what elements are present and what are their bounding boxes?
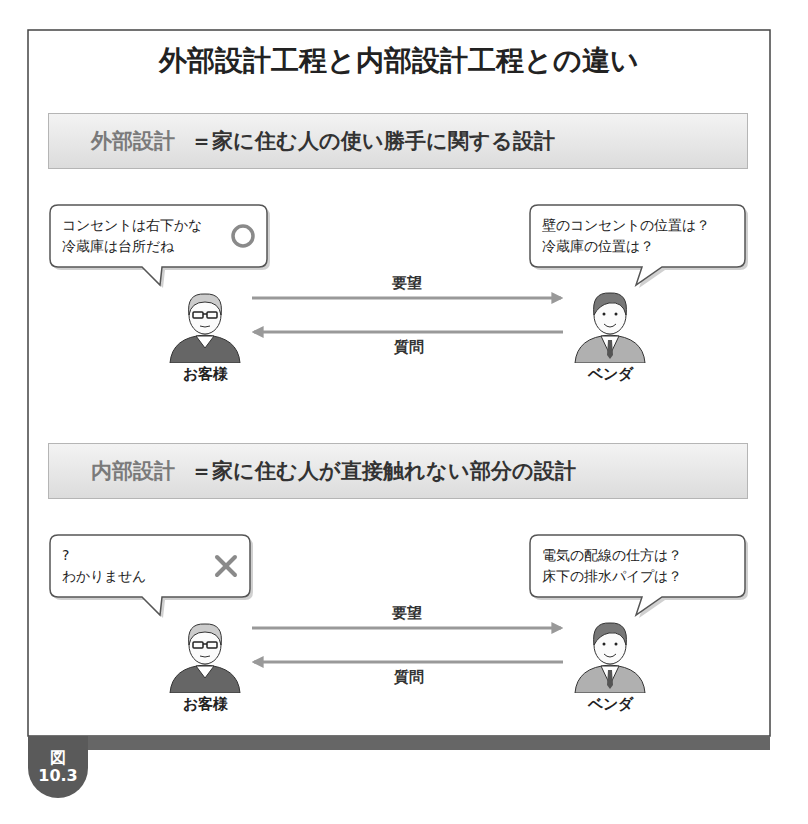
person-illustration: [160, 615, 250, 693]
figure-number: 図 10.3: [36, 749, 81, 786]
ok-mark: [233, 226, 253, 246]
tie: [607, 670, 613, 689]
speech-text: ? わかりません: [62, 545, 152, 587]
person-label: お客様: [160, 695, 250, 714]
person-figure: お客様: [160, 615, 250, 715]
body: [170, 335, 240, 363]
eye: [603, 643, 606, 646]
person-illustration: [565, 615, 655, 693]
tie: [607, 340, 613, 359]
figure-badge: 図 10.3: [28, 736, 88, 798]
speech-bubble: 壁のコンセントの位置は？ 冷蔵庫の位置は？: [530, 205, 745, 267]
person-figure: ベンダ: [565, 615, 655, 715]
suit: [575, 335, 645, 363]
speech-bubble: ? わかりません: [50, 535, 250, 597]
hair: [594, 293, 627, 315]
bubble-outline: [50, 205, 267, 267]
flow-arrow: [254, 661, 563, 664]
bubble-outline: [530, 535, 745, 597]
speech-bubble: 電気の配線の仕方は？ 床下の排水パイプは？: [530, 535, 745, 597]
bubble-body: [530, 205, 745, 285]
person-label: お客様: [160, 365, 250, 384]
speech-text: 壁のコンセントの位置は？ 冷蔵庫の位置は？: [542, 215, 718, 257]
body: [170, 665, 240, 693]
arrow-label: 要望: [389, 274, 425, 293]
bottom-bar: [28, 736, 770, 750]
bubble-body: [50, 535, 250, 615]
person-illustration: [160, 285, 250, 363]
eye: [615, 313, 618, 316]
section-band: 外部設計 ＝家に住む人の使い勝手に関する設計: [48, 113, 748, 169]
section-name: 外部設計: [91, 127, 175, 155]
person-illustration: [565, 285, 655, 363]
section-name: 内部設計: [91, 457, 175, 485]
arrow-label: 質問: [391, 668, 427, 687]
figure-frame: [28, 30, 770, 736]
collar: [196, 336, 214, 348]
eye: [615, 643, 618, 646]
section-description: ＝家に住む人が直接触れない部分の設計: [191, 457, 576, 485]
title-wrap: 外部設計工程と内部設計工程との違い: [28, 42, 770, 80]
speech-bubble: コンセントは右下かな 冷蔵庫は台所だね: [50, 205, 267, 267]
speech-text: コンセントは右下かな 冷蔵庫は台所だね: [62, 215, 210, 257]
diagram-title: 外部設計工程と内部設計工程との違い: [28, 42, 770, 80]
person-figure: ベンダ: [565, 285, 655, 385]
suit: [575, 665, 645, 693]
bubble-outline: [50, 535, 250, 597]
ng-mark: [217, 557, 235, 575]
arrow-label: 質問: [391, 338, 427, 357]
person-label: ベンダ: [565, 365, 655, 384]
bubble-body: [530, 535, 745, 615]
flow-arrow: [252, 297, 561, 300]
bubble-outline: [530, 205, 745, 267]
speech-text: 電気の配線の仕方は？ 床下の排水パイプは？: [542, 545, 693, 587]
section-description: ＝家に住む人の使い勝手に関する設計: [191, 127, 555, 155]
glasses: [193, 642, 217, 648]
mouth: [604, 324, 616, 327]
flow-arrow: [252, 627, 561, 630]
person-figure: お客様: [160, 285, 250, 385]
glasses: [193, 312, 217, 318]
bubble-body: [50, 205, 267, 285]
person-label: ベンダ: [565, 695, 655, 714]
mouth: [200, 656, 210, 657]
flow-arrow: [254, 331, 563, 334]
collar: [196, 666, 214, 678]
arrow-label: 要望: [389, 604, 425, 623]
section-band: 内部設計 ＝家に住む人が直接触れない部分の設計: [48, 443, 748, 499]
hair: [594, 623, 627, 645]
eye: [603, 313, 606, 316]
mouth: [200, 326, 210, 327]
mouth: [604, 654, 616, 657]
